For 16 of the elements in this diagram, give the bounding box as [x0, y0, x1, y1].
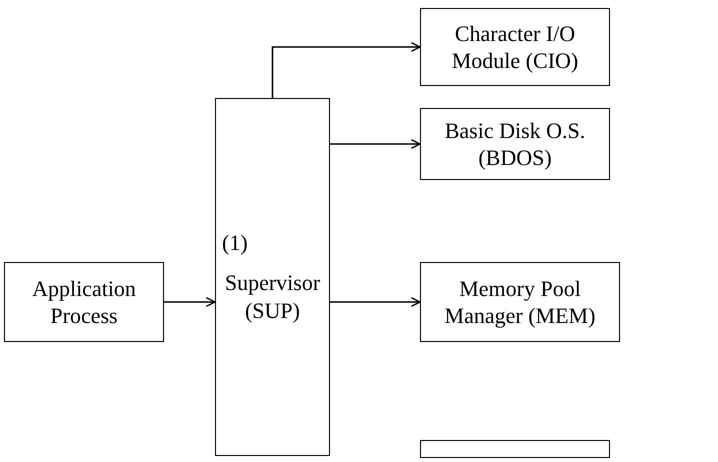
node-label: Character I/O Module (CIO) [450, 20, 580, 74]
process-box [420, 262, 620, 342]
process-box [420, 8, 610, 86]
arrow [164, 296, 216, 308]
process-box [420, 108, 610, 180]
process-box [215, 98, 330, 456]
node-label: Supervisor (SUP) [224, 269, 322, 324]
arrow [330, 296, 421, 308]
process-box [4, 262, 164, 342]
callout-number: (1) [222, 230, 248, 256]
node-label: Basic Disk O.S. (BDOS) [444, 116, 586, 172]
arrow [272, 42, 421, 98]
arrow [330, 138, 421, 150]
node-label: Memory Pool Manager (MEM) [444, 274, 596, 330]
empty-box [420, 440, 610, 458]
node-label: Application Process [31, 274, 137, 330]
